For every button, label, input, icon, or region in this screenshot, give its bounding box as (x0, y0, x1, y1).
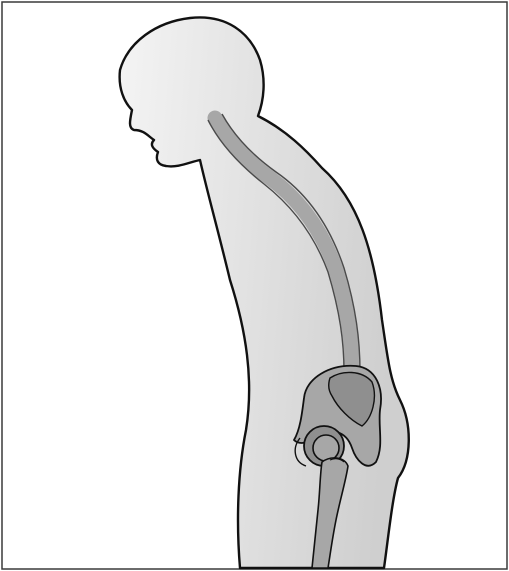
femoral-head (313, 435, 339, 461)
